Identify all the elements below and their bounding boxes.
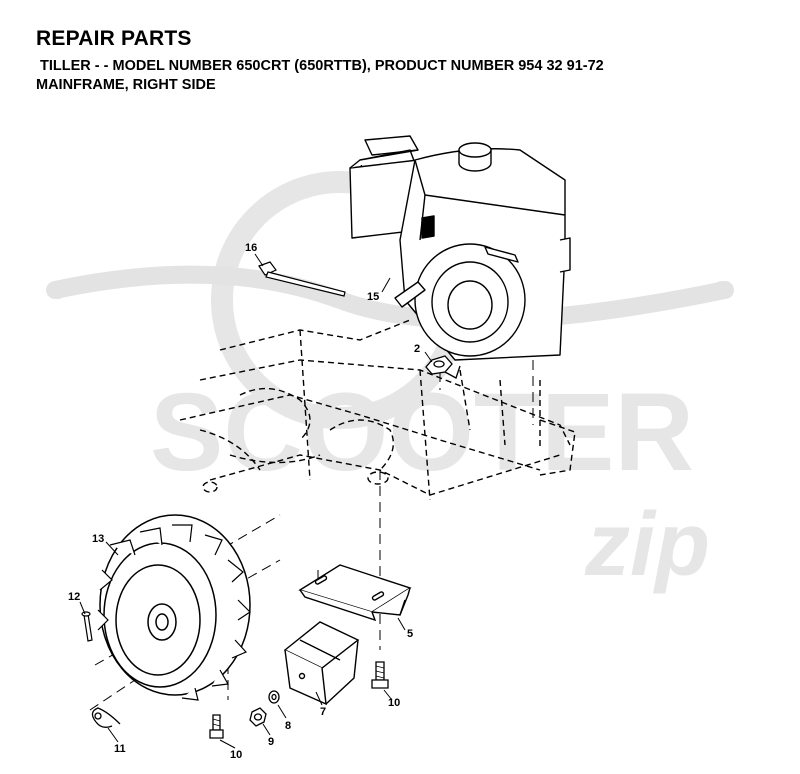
page-title: REPAIR PARTS: [36, 27, 192, 50]
callout-7: 7: [320, 706, 326, 718]
callout-13: 13: [92, 533, 104, 545]
part-5-mounting-plate: [298, 564, 412, 622]
callout-15: 15: [367, 291, 379, 303]
part-13-wheel: [97, 514, 251, 701]
callout-numbers: 16 15 2 13 12 5 10 7 8 9 10 11: [68, 242, 420, 761]
callout-11: 11: [114, 743, 126, 755]
callout-9: 9: [268, 736, 274, 748]
part-2-nut: [425, 355, 461, 379]
model-line: TILLER - - MODEL NUMBER 650CRT (650RTTB)…: [40, 58, 604, 74]
callout-16: 16: [245, 242, 257, 254]
callout-10-left: 10: [230, 749, 242, 761]
part-11-hairpin: [91, 707, 121, 728]
callout-8: 8: [285, 720, 291, 732]
callout-12: 12: [68, 591, 80, 603]
part-7-guard: [283, 621, 360, 706]
section-title: MAINFRAME, RIGHT SIDE: [36, 77, 216, 93]
watermark-brand: SCOOTER: [150, 371, 694, 494]
part-16-cable-tie: [258, 261, 346, 297]
part-12-clevis-pin: [81, 611, 93, 642]
part-10-bolt-right: [371, 661, 389, 689]
callout-10-right: 10: [388, 697, 400, 709]
page-header: REPAIR PARTS TILLER - - MODEL NUMBER 650…: [36, 26, 604, 94]
callout-2: 2: [414, 343, 420, 355]
part-8-washer: [268, 690, 280, 704]
callout-5: 5: [407, 628, 413, 640]
leader-lines: [79, 253, 433, 749]
part-10-bolt-left: [209, 714, 224, 739]
watermark-script: zip: [584, 495, 710, 595]
engine: [349, 135, 571, 361]
part-9-nut: [249, 707, 267, 727]
